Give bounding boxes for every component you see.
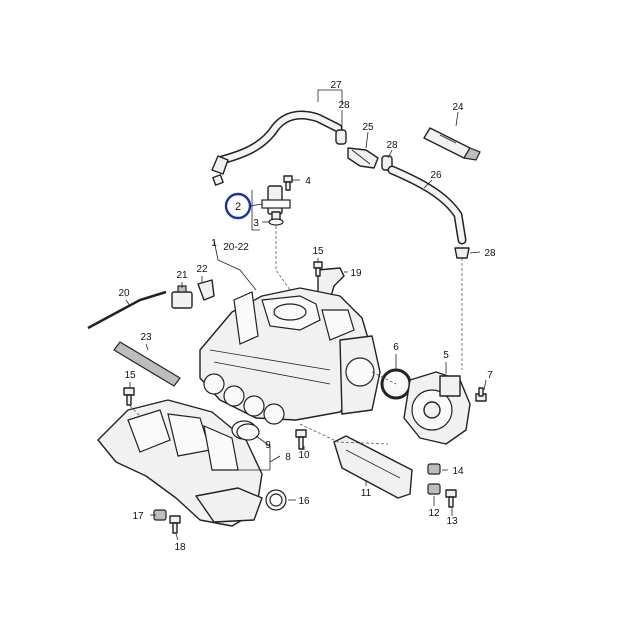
seal-part-16: [265, 489, 287, 511]
vent-hose-part-26: [387, 165, 467, 245]
intake-manifold-lower: [97, 399, 263, 527]
callout-21: 21: [176, 270, 188, 281]
callout-18: 18: [174, 542, 186, 553]
gasket-part-9: [236, 423, 260, 441]
callout-20: 20: [118, 288, 130, 299]
bolt-part-14: [427, 463, 441, 475]
callout-labels: 27 28 25 28 24 26 28 4 3 1 20-22 15 19 2…: [118, 80, 496, 553]
throttle-body-part-5: [403, 371, 471, 445]
callout-26: 26: [430, 170, 442, 181]
bolt-part-4: [283, 175, 293, 191]
callout-28c: 28: [484, 248, 496, 259]
callout-20-22: 20-22: [223, 242, 249, 253]
clamp-part-28c: [454, 247, 470, 259]
bolt-part-18: [169, 515, 181, 534]
bracket-part-11: [333, 435, 413, 499]
callout-17: 17: [132, 511, 144, 522]
callout-5: 5: [443, 350, 449, 361]
sealant-tube-part-24: [423, 127, 481, 161]
bolt-part-13: [445, 489, 457, 508]
callout-4: 4: [305, 176, 311, 187]
callout-2: 2: [235, 201, 241, 213]
callout-19: 19: [350, 268, 362, 279]
callout-12: 12: [428, 508, 440, 519]
bolt-part-7: [475, 387, 487, 402]
callout-28b: 28: [386, 140, 398, 151]
callout-13: 13: [446, 516, 458, 527]
valve-part-25: [347, 147, 379, 169]
callout-15b: 15: [124, 370, 136, 381]
tube-part-20: [87, 290, 167, 330]
callout-7: 7: [487, 370, 493, 381]
washer-part-12: [427, 483, 441, 495]
callout-6: 6: [393, 342, 399, 353]
highlighted-callout-2[interactable]: 2: [224, 192, 263, 220]
callout-16: 16: [298, 496, 310, 507]
callout-8: 8: [285, 452, 291, 463]
bracket-part-22: [197, 279, 215, 301]
callout-25: 25: [362, 122, 374, 133]
leader-lines: [125, 89, 487, 541]
callout-11: 11: [361, 488, 372, 499]
intake-manifold-upper-part-1: [199, 287, 381, 425]
seal-part-3: [268, 218, 284, 226]
callout-24: 24: [452, 102, 464, 113]
bolt-part-15b: [123, 387, 135, 406]
callout-10: 10: [298, 450, 310, 461]
callout-9: 9: [265, 440, 271, 451]
solenoid-part-21: [171, 285, 193, 309]
gasket-strip-part-23: [113, 341, 181, 387]
callout-3: 3: [253, 218, 259, 229]
callout-15a: 15: [312, 246, 324, 257]
clamp-part-28a: [335, 129, 347, 145]
breather-hose-part-27: [211, 110, 343, 186]
callout-27: 27: [330, 80, 342, 91]
callout-23: 23: [140, 332, 152, 343]
callout-14: 14: [452, 466, 464, 477]
assembly-lines: [129, 226, 463, 445]
bolt-part-10: [295, 429, 307, 450]
callout-22: 22: [196, 264, 208, 275]
sensor-part-2: [261, 185, 291, 223]
callout-28a: 28: [338, 100, 350, 111]
callout-1: 1: [211, 238, 217, 249]
